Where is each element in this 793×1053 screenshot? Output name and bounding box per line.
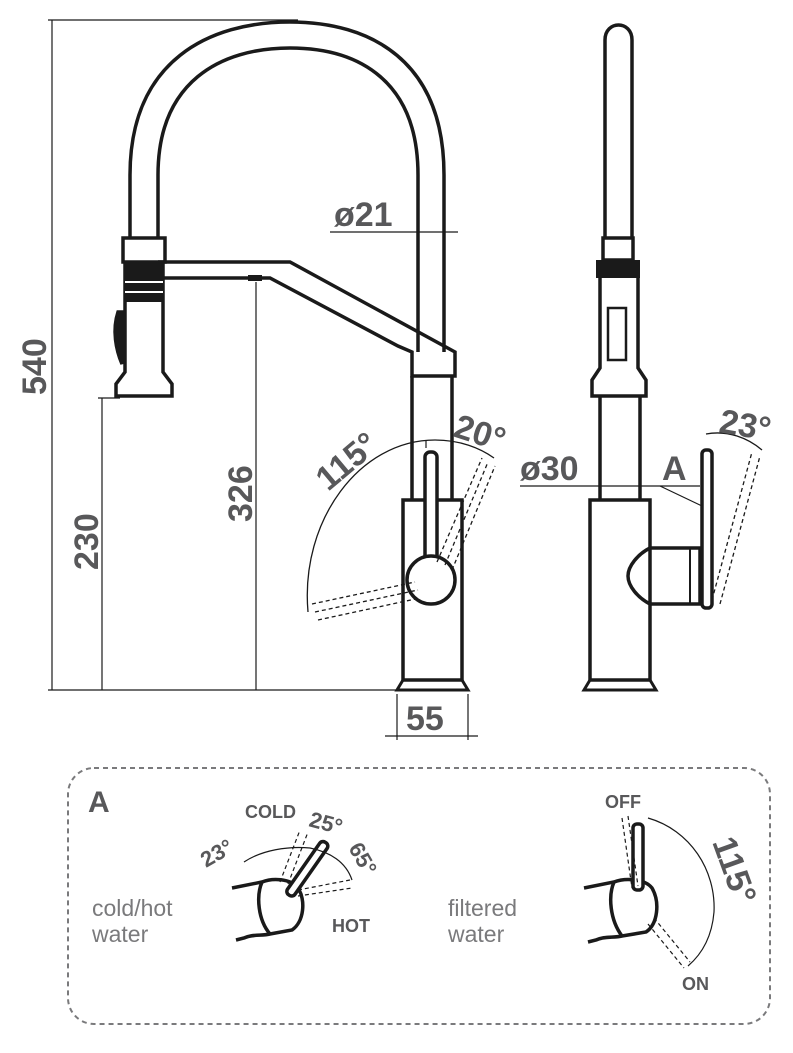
side-window [606, 306, 628, 362]
side-mixer-body [588, 498, 652, 682]
side-lever [700, 448, 714, 610]
mixer-angle-b: 25° [307, 807, 346, 840]
height-total-label: 540 [16, 338, 54, 395]
filter-lever-handle [631, 822, 645, 892]
lever-angle-left-label: 115° [309, 425, 386, 498]
lever [423, 450, 439, 562]
lever-knob [405, 554, 457, 606]
hose-diameter-label: ø21 [334, 196, 393, 234]
side-view [581, 23, 763, 692]
side-upper-body [598, 396, 642, 500]
height-head-label: 230 [68, 513, 106, 570]
hose-arch [128, 20, 446, 352]
lever-angle-arc [306, 439, 495, 613]
body-diameter-label: ø30 [520, 450, 579, 488]
mixer-lever-ghost [279, 829, 353, 897]
on-label: ON [682, 974, 709, 994]
spray-trigger [113, 310, 124, 365]
mixer-angle-a: 23° [196, 834, 237, 872]
lever-ghost [311, 457, 496, 621]
side-base [581, 678, 659, 692]
base [394, 678, 471, 692]
side-lever-housing [626, 546, 702, 606]
lever-angle-right-label: 20° [450, 407, 511, 459]
front-dimensions [48, 19, 478, 740]
front-view [113, 20, 496, 692]
detail-ref-label: A [662, 450, 687, 488]
height-spout-label: 326 [222, 465, 260, 522]
cold-hot-caption-1: cold/hot [92, 895, 173, 921]
side-hose [603, 23, 634, 238]
detail-frame [67, 767, 771, 1025]
mixer-lever-handle [285, 839, 330, 898]
hot-label: HOT [332, 916, 370, 936]
detail-letter: A [88, 786, 110, 819]
mixer-angle-arc [243, 846, 353, 881]
spout-arm [158, 260, 457, 378]
side-head [590, 278, 648, 398]
filter-lever-detail [583, 822, 659, 944]
filter-lever-ghost [621, 815, 691, 969]
mixer-lever-detail [231, 839, 330, 942]
upper-body [410, 376, 454, 500]
side-collar [601, 236, 635, 262]
filtered-caption-2: water [447, 921, 505, 947]
side-lever-angle-label: 23° [717, 402, 774, 448]
off-label: OFF [605, 792, 641, 812]
cold-hot-caption-2: water [91, 921, 149, 947]
cold-label: COLD [245, 802, 296, 822]
base-width-label: 55 [406, 700, 444, 738]
side-lever-ghost [711, 451, 761, 605]
side-collar-band [596, 260, 640, 278]
filter-angle-arc [647, 817, 715, 967]
filtered-caption-1: filtered [448, 895, 517, 921]
side-angle-arc [705, 432, 763, 451]
side-dimensions [520, 485, 703, 507]
